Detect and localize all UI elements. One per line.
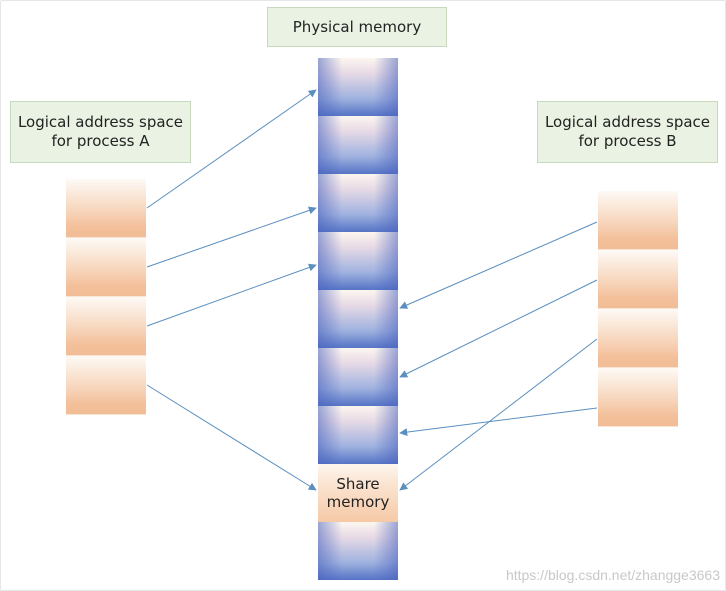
arrow-a-page4	[146, 384, 317, 491]
physical-frame	[318, 348, 398, 406]
arrow-b-page3	[399, 338, 598, 491]
process-b-label-line1: Logical address space	[544, 113, 711, 131]
process-b-page	[598, 191, 678, 250]
physical-frame	[318, 232, 398, 290]
share-memory-label-line2: memory	[326, 493, 390, 511]
physical-frame	[318, 174, 398, 232]
arrow-b-page1	[399, 221, 598, 309]
process-b-page	[598, 309, 678, 368]
physical-frame	[318, 58, 398, 116]
process-a-page	[66, 238, 146, 297]
arrow-a-page2	[146, 206, 317, 268]
process-a-label-line2: for process A	[51, 132, 150, 150]
process-a-label: Logical address space for process A	[10, 101, 191, 163]
process-b-label: Logical address space for process B	[537, 101, 718, 163]
process-a-page	[66, 179, 146, 238]
physical-frame	[318, 290, 398, 348]
arrow-b-page2	[399, 279, 598, 378]
process-b-page	[598, 368, 678, 427]
process-a-page	[66, 297, 146, 356]
physical-frame	[318, 406, 398, 464]
physical-memory-title: Physical memory	[292, 17, 422, 36]
watermark: https://blog.csdn.net/zhangge3663	[505, 567, 720, 583]
process-b-label-line2: for process B	[578, 132, 677, 150]
physical-memory-label: Physical memory	[267, 7, 447, 47]
arrow-a-page1	[146, 89, 317, 209]
process-b-page	[598, 250, 678, 309]
share-memory-frame: Share memory	[318, 464, 398, 522]
physical-frame	[318, 522, 398, 580]
process-a-page	[66, 356, 146, 415]
arrow-a-page3	[146, 263, 317, 327]
arrow-b-page4	[399, 407, 598, 437]
physical-frame	[318, 116, 398, 174]
share-memory-label-line1: Share	[336, 475, 380, 493]
process-a-label-line1: Logical address space	[17, 113, 184, 131]
